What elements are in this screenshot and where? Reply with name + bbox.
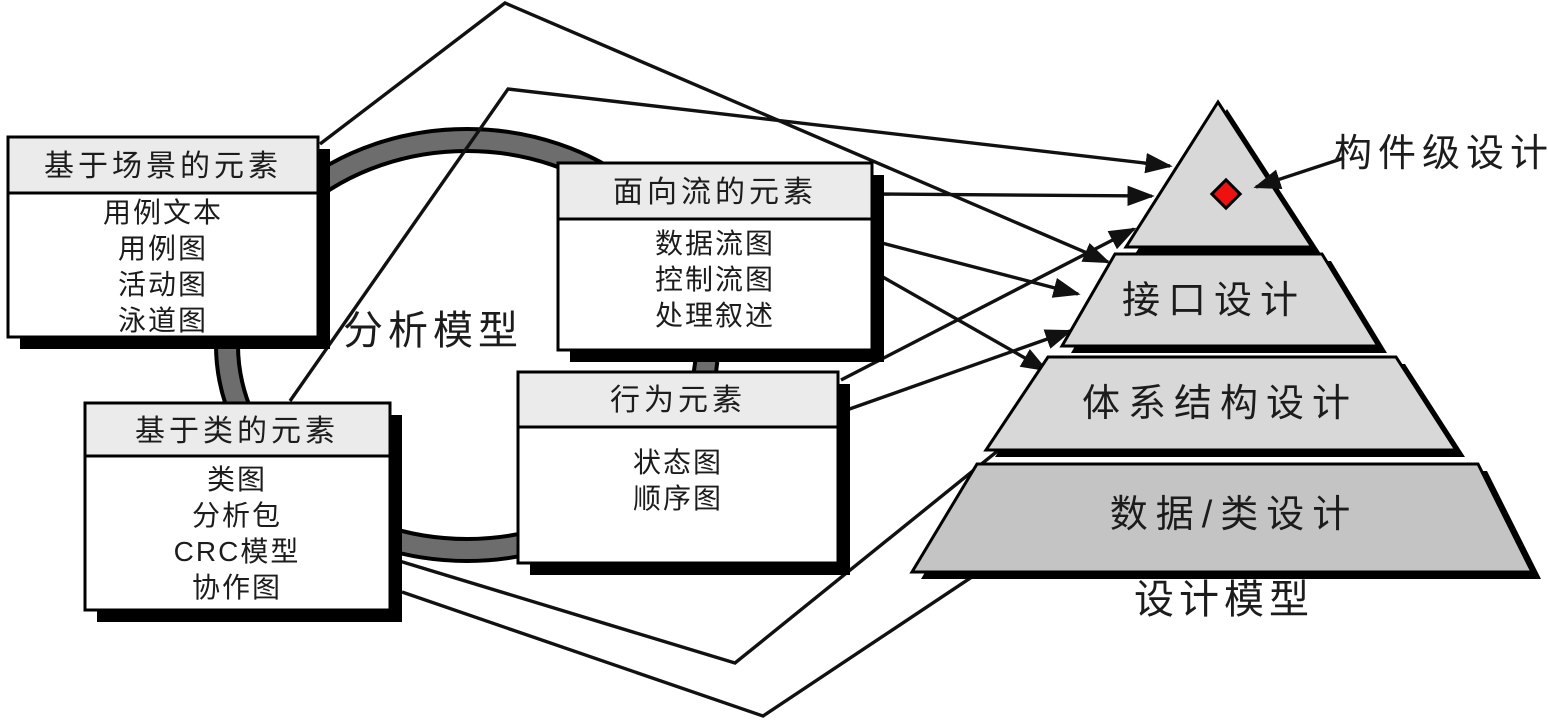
box-class-elements: 基于类的元素 类图 分析包 CRC模型 协作图 <box>83 401 402 622</box>
list-item: 顺序图 <box>633 483 723 514</box>
list-item: 泳道图 <box>118 305 208 336</box>
list-item: 用例文本 <box>103 197 223 228</box>
design-pyramid: 接口设计 体系结构设计 数据/类设计 <box>909 99 1541 579</box>
box-flow-elements: 面向流的元素 数据流图 控制流图 处理叙述 <box>556 161 884 362</box>
pyramid-layer-interface: 接口设计 <box>1059 252 1387 353</box>
box-behavior-title: 行为元素 <box>610 384 746 417</box>
pyramid-layer-data-class: 数据/类设计 <box>909 462 1541 579</box>
arrow-behavior-to-component <box>840 227 1137 382</box>
pyramid-label-interface: 接口设计 <box>1122 280 1306 322</box>
arrow-scenario-to-interface <box>318 1 1111 264</box>
arrow-class-to-data-class <box>401 525 1050 718</box>
arrow-flow-to-interface <box>873 239 1081 298</box>
component-leader-arrow <box>1253 156 1345 190</box>
list-item: 控制流图 <box>655 264 775 295</box>
box-class-title: 基于类的元素 <box>135 415 339 448</box>
pyramid-label-data-class: 数据/类设计 <box>1110 494 1359 536</box>
list-item: 协作图 <box>192 572 282 603</box>
list-item: 用例图 <box>118 233 208 264</box>
list-item: 活动图 <box>118 269 208 300</box>
arrow-behavior-to-interface <box>840 329 1073 414</box>
pyramid-label-architecture: 体系结构设计 <box>1082 383 1358 425</box>
list-item: 状态图 <box>633 447 723 478</box>
arrow-flow-to-architecture <box>873 270 1049 372</box>
arrow-flow-to-component <box>873 185 1155 207</box>
box-flow-title: 面向流的元素 <box>613 176 817 209</box>
list-item: 数据流图 <box>655 228 775 259</box>
box-scenario-elements: 基于场景的元素 用例文本 用例图 活动图 泳道图 <box>6 135 330 349</box>
list-item: 处理叙述 <box>655 300 775 331</box>
analysis-model-label: 分析模型 <box>343 309 523 353</box>
connection-arrows <box>288 1 1173 718</box>
pyramid-layer-architecture: 体系结构设计 <box>983 355 1465 457</box>
component-level-design-label: 构件级设计 <box>1334 133 1548 175</box>
list-item: 分析包 <box>192 500 282 531</box>
list-item: 类图 <box>207 464 267 495</box>
pyramid-layer-component <box>1123 99 1321 254</box>
arrow-class-to-architecture <box>395 422 1034 665</box>
box-behavior-elements: 行为元素 状态图 顺序图 <box>516 370 850 575</box>
box-scenario-title: 基于场景的元素 <box>44 150 282 183</box>
design-model-label: 设计模型 <box>1134 578 1314 622</box>
arrow-class-to-component <box>288 87 1173 402</box>
component-marker-square <box>1209 177 1243 211</box>
list-item: CRC模型 <box>174 536 301 567</box>
